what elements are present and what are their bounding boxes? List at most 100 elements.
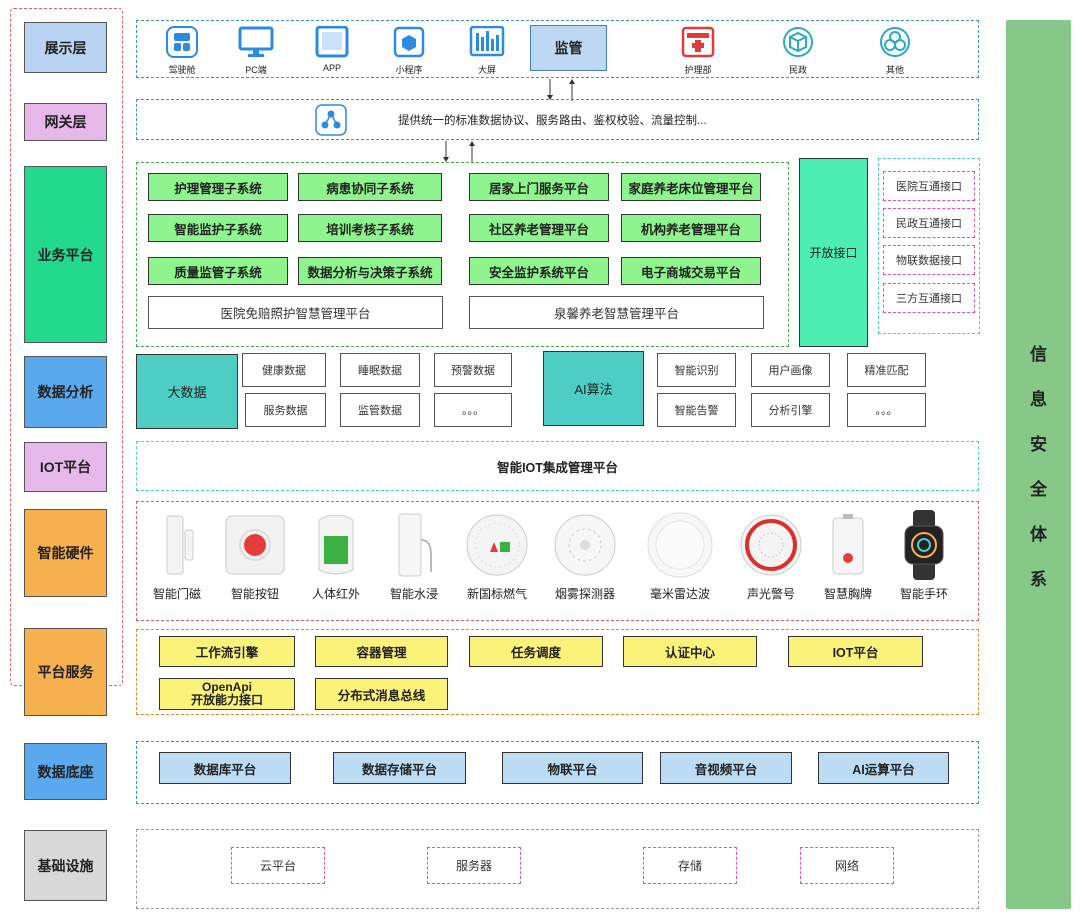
display-item-miniapp[interactable]: 小程序: [387, 26, 431, 76]
device-label: 智能水浸: [389, 587, 438, 601]
water-leak-sensor-icon: [398, 513, 432, 577]
layer-label-gateway: 网关层: [24, 103, 107, 141]
security-char: 息: [1030, 389, 1047, 409]
module-patient-collab[interactable]: 病患协同子系统: [298, 173, 442, 201]
security-char: 安: [1030, 434, 1047, 454]
layer-label-hardware: 智能硬件: [24, 509, 107, 597]
module-home-service[interactable]: 居家上门服务平台: [469, 173, 609, 201]
module-community[interactable]: 社区养老管理平台: [469, 214, 609, 242]
db-database[interactable]: 数据库平台: [159, 752, 291, 784]
gateway-layer-frame: [136, 99, 979, 140]
siren-icon: [740, 514, 802, 576]
tablet-icon: [315, 25, 349, 58]
ai-item-matching[interactable]: 精准匹配: [847, 353, 926, 387]
device-water[interactable]: 智能水浸: [382, 510, 446, 602]
platform-hospital[interactable]: 医院免赔照护智慧管理平台: [148, 296, 443, 329]
display-item-pc[interactable]: PC端: [234, 26, 278, 76]
device-label: 人体红外: [311, 587, 360, 601]
service-scheduler[interactable]: 任务调度: [469, 636, 603, 667]
arrow-connector: [443, 141, 475, 163]
module-quality[interactable]: 质量监管子系统: [148, 257, 288, 285]
db-storage[interactable]: 数据存储平台: [333, 752, 466, 784]
analysis-item-more[interactable]: 。。。: [434, 393, 512, 427]
module-training[interactable]: 培训考核子系统: [298, 214, 442, 242]
interface-iot-data[interactable]: 物联数据接口: [883, 245, 975, 275]
service-message-bus[interactable]: 分布式消息总线: [315, 678, 448, 710]
device-siren[interactable]: 声光警号: [737, 510, 805, 602]
interfaces-frame: [878, 158, 980, 334]
platform-quanxin[interactable]: 泉馨养老智慧管理平台: [469, 296, 764, 329]
ai-item-recognition[interactable]: 智能识别: [657, 353, 736, 387]
module-ecommerce[interactable]: 电子商城交易平台: [621, 257, 761, 285]
db-ai-compute[interactable]: AI运算平台: [818, 752, 949, 784]
interface-civil[interactable]: 民政互通接口: [883, 208, 975, 238]
civil-affairs-icon: [783, 27, 813, 57]
layer-label-analysis: 数据分析: [24, 356, 107, 428]
display-item-label: 民政: [788, 65, 807, 75]
display-item-cockpit[interactable]: 驾驶舱: [160, 26, 204, 76]
dashboard-icon: [166, 26, 198, 58]
device-pir[interactable]: 人体红外: [306, 510, 366, 602]
device-door-sensor[interactable]: 智能门磁: [148, 510, 206, 602]
module-smart-monitor[interactable]: 智能监护子系统: [148, 214, 288, 242]
nursing-dept-icon: [681, 26, 715, 58]
analysis-item-warning[interactable]: 预警数据: [434, 353, 512, 387]
display-item-nursing[interactable]: 护理部: [676, 26, 720, 76]
layer-label-business: 业务平台: [24, 166, 107, 343]
module-family-bed[interactable]: 家庭养老床位管理平台: [621, 173, 761, 201]
ai-item-more[interactable]: 。。。: [847, 393, 926, 427]
module-analysis-decision[interactable]: 数据分析与决策子系统: [298, 257, 442, 285]
iot-platform-bar[interactable]: 智能IOT集成管理平台: [136, 441, 979, 491]
device-label: 智能门磁: [152, 587, 201, 601]
device-button[interactable]: 智能按钮: [222, 510, 288, 602]
service-auth[interactable]: 认证中心: [623, 636, 757, 667]
ai-algorithm-box[interactable]: AI算法: [543, 351, 644, 426]
interface-third-party[interactable]: 三方互通接口: [883, 283, 975, 313]
display-item-other[interactable]: 其他: [873, 26, 917, 76]
ai-item-profile[interactable]: 用户画像: [751, 353, 830, 387]
display-item-label: 护理部: [684, 65, 712, 75]
service-openapi[interactable]: OpenApi 开放能力接口: [159, 678, 295, 710]
device-smoke[interactable]: 烟雾探测器: [546, 510, 624, 602]
device-radar[interactable]: 毫米雷达波: [640, 510, 720, 602]
panic-button-icon: [225, 515, 285, 575]
open-api-box[interactable]: 开放接口: [799, 158, 868, 347]
display-item-civil[interactable]: 民政: [776, 26, 820, 76]
display-item-app[interactable]: APP: [310, 25, 354, 76]
module-nursing-mgmt[interactable]: 护理管理子系统: [148, 173, 288, 201]
security-system-bar: 信 息 安 全 体 系: [1006, 20, 1071, 909]
device-gas[interactable]: 新国标燃气: [460, 510, 534, 602]
monitor-icon: [238, 26, 274, 57]
ai-item-engine[interactable]: 分析引擎: [751, 393, 830, 427]
infra-server[interactable]: 服务器: [427, 847, 521, 884]
business-layer-frame: [136, 162, 789, 347]
service-workflow[interactable]: 工作流引擎: [159, 636, 295, 667]
interface-hospital[interactable]: 医院互通接口: [883, 171, 975, 201]
module-institution[interactable]: 机构养老管理平台: [621, 214, 761, 242]
layer-label-database: 数据底座: [24, 743, 107, 800]
display-item-bigscreen[interactable]: 大屏: [465, 25, 509, 76]
module-safety[interactable]: 安全监护系统平台: [469, 257, 609, 285]
bigdata-box[interactable]: 大数据: [136, 354, 238, 429]
infra-cloud[interactable]: 云平台: [231, 847, 325, 884]
analysis-item-health[interactable]: 健康数据: [242, 353, 326, 387]
supervise-box[interactable]: 监管: [530, 25, 607, 71]
db-av[interactable]: 音视频平台: [660, 752, 792, 784]
device-badge[interactable]: 智慧胸牌: [818, 510, 878, 602]
security-char: 系: [1030, 569, 1047, 589]
device-watch[interactable]: 智能手环: [892, 510, 956, 602]
smart-badge-icon: [832, 514, 864, 575]
analysis-item-sleep[interactable]: 睡眠数据: [340, 353, 420, 387]
ai-item-alert[interactable]: 智能告警: [657, 393, 736, 427]
motion-sensor-icon: [318, 514, 354, 575]
infra-storage[interactable]: 存储: [643, 847, 737, 884]
analysis-item-supervise[interactable]: 监管数据: [340, 393, 420, 427]
device-label: 声光警号: [746, 587, 795, 601]
service-container[interactable]: 容器管理: [315, 636, 448, 667]
device-label: 智慧胸牌: [823, 587, 872, 601]
infra-network[interactable]: 网络: [800, 847, 894, 884]
analysis-item-service[interactable]: 服务数据: [245, 393, 326, 427]
service-iot[interactable]: IOT平台: [788, 636, 923, 667]
layer-label-iot: IOT平台: [24, 442, 107, 492]
db-iot[interactable]: 物联平台: [502, 752, 643, 784]
